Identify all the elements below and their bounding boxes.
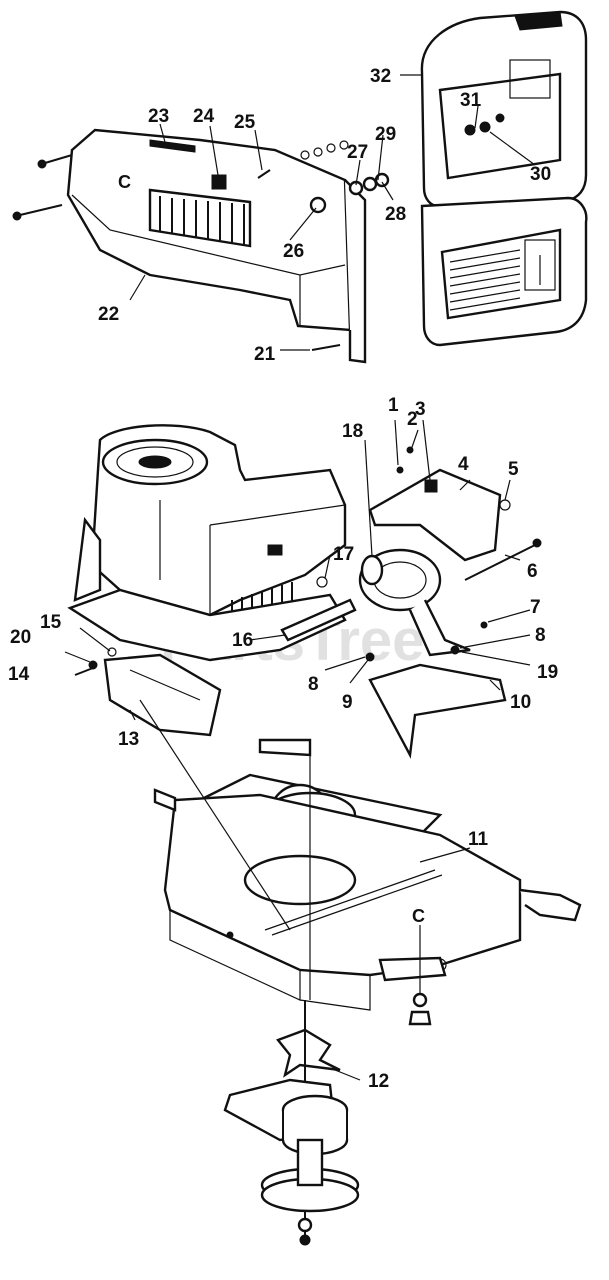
callout-29: 29 [375, 124, 396, 145]
part-callouts: 1 2 3 4 5 6 7 8 8 9 10 11 12 13 14 15 16… [8, 66, 558, 1092]
callout-8b: 8 [308, 674, 319, 695]
callout-24: 24 [193, 106, 215, 127]
callout-28: 28 [385, 204, 406, 225]
callout-26: 26 [283, 241, 304, 262]
callout-32: 32 [370, 66, 391, 87]
callout-9: 9 [342, 692, 353, 713]
reference-letter-frame: C [412, 906, 425, 926]
grille-slats [449, 249, 521, 311]
callout-11: 11 [468, 829, 489, 850]
callout-8a: 8 [535, 625, 546, 646]
callout-4: 4 [458, 454, 469, 475]
dash-fasteners [12, 140, 390, 351]
callout-23: 23 [148, 106, 169, 127]
callout-7: 7 [530, 597, 541, 618]
callout-14: 14 [8, 664, 30, 685]
panel-vent-slots [159, 196, 245, 245]
callout-22: 22 [98, 304, 119, 325]
reference-letter-dash: C [118, 172, 131, 192]
callout-25: 25 [234, 112, 256, 133]
callout-27: 27 [347, 142, 368, 163]
callout-16: 16 [232, 630, 253, 651]
callout-5: 5 [508, 459, 519, 480]
callout-1: 1 [388, 395, 399, 416]
callout-3: 3 [415, 399, 426, 420]
callout-30: 30 [530, 164, 551, 185]
engine-assembly [73, 424, 347, 620]
engine-base-frame [67, 588, 582, 1011]
callout-6: 6 [527, 561, 538, 582]
callout-21: 21 [254, 344, 276, 365]
small-fasteners [74, 446, 511, 676]
callout-18: 18 [342, 421, 363, 442]
callout-2: 2 [407, 409, 418, 430]
leader-lines [64, 74, 536, 1081]
callout-12: 12 [368, 1071, 389, 1092]
belt-guard [103, 653, 291, 931]
heat-shield [368, 663, 507, 759]
callout-10: 10 [510, 692, 531, 713]
starter-motor [358, 548, 471, 657]
dash-panel [66, 128, 367, 364]
callout-20: 20 [10, 627, 31, 648]
callout-31: 31 [460, 90, 482, 111]
pulley-assembly [223, 992, 432, 1246]
callout-17: 17 [333, 544, 354, 565]
mount-bracket [280, 576, 357, 642]
starter-bracket [368, 468, 542, 581]
callout-15: 15 [40, 612, 62, 633]
callout-13: 13 [118, 729, 139, 750]
hood-grille-panel [420, 10, 588, 347]
callout-19: 19 [537, 662, 558, 683]
